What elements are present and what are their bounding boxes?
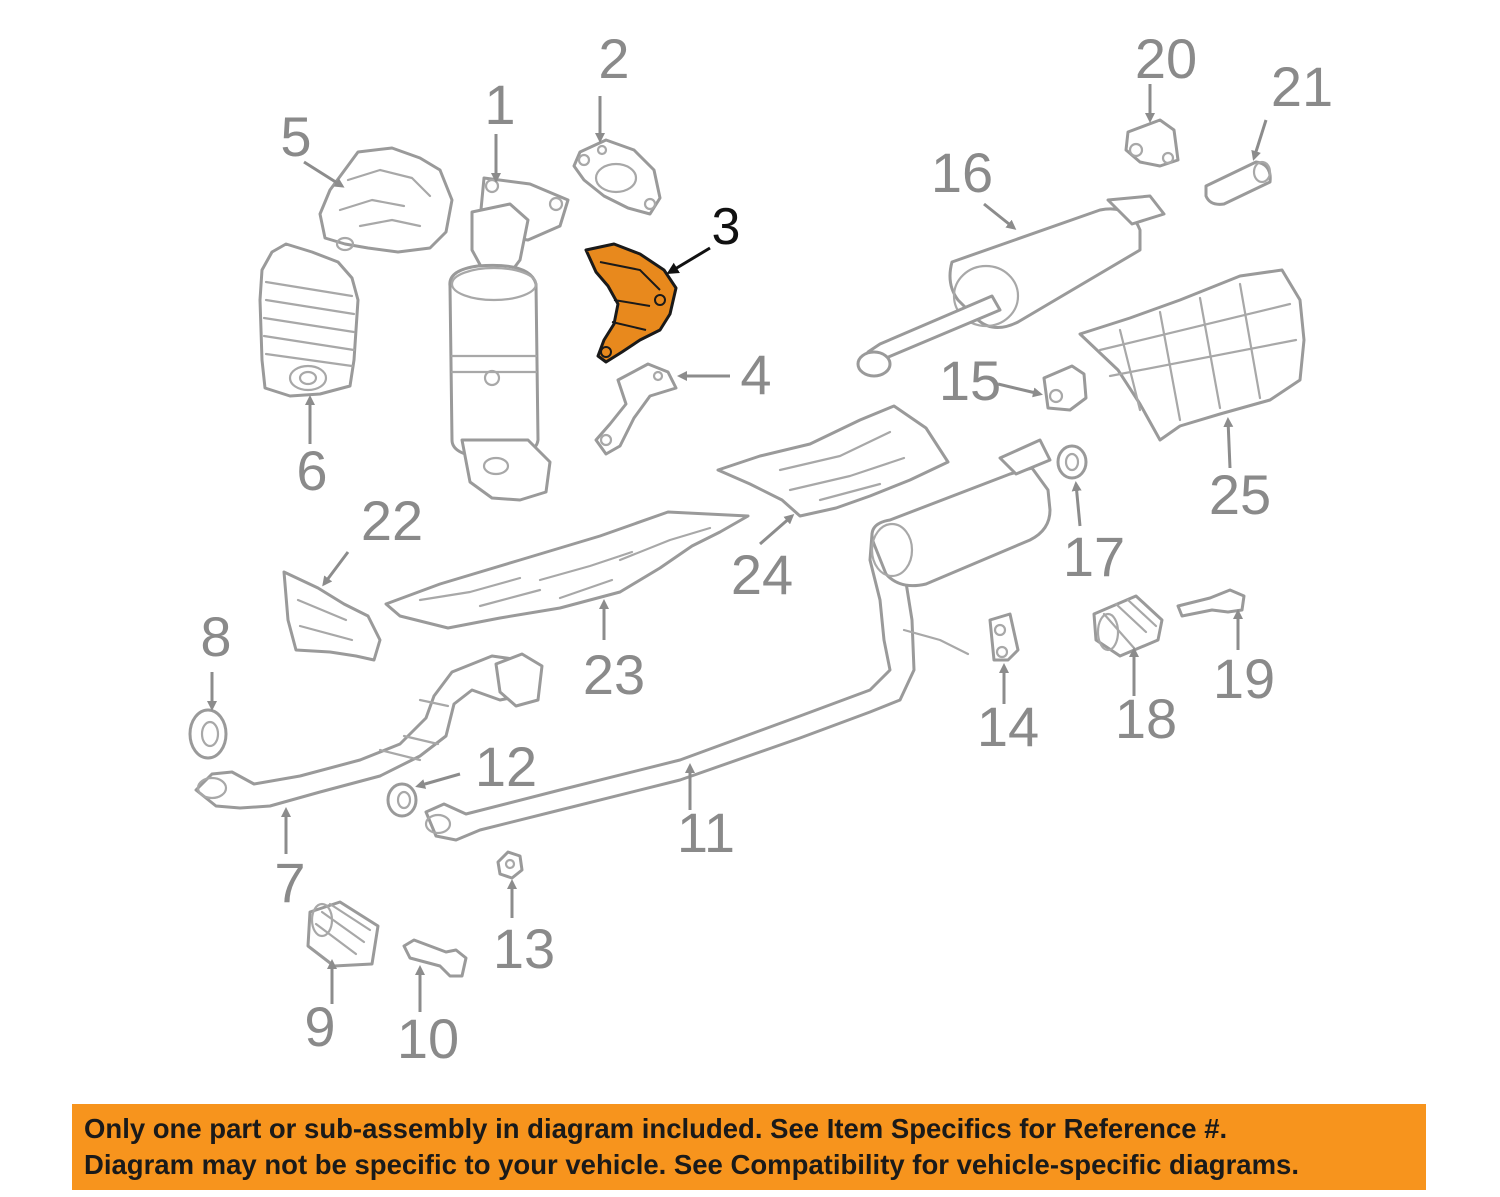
label-16: 16 bbox=[931, 141, 993, 204]
label-9: 9 bbox=[304, 995, 335, 1058]
label-20: 20 bbox=[1135, 27, 1197, 90]
label-23: 23 bbox=[583, 643, 645, 706]
label-6: 6 bbox=[296, 439, 327, 502]
label-22: 22 bbox=[361, 489, 423, 552]
part-9-spring bbox=[306, 900, 380, 968]
part-20-hanger bbox=[1124, 118, 1180, 168]
part-21-pipe-tip bbox=[1204, 160, 1272, 206]
part-15-hanger bbox=[1042, 364, 1088, 412]
disclaimer-line-2: Diagram may not be specific to your vehi… bbox=[84, 1149, 1299, 1180]
part-8-gasket-ring bbox=[188, 708, 228, 760]
part-2-gasket bbox=[572, 138, 662, 216]
label-3: 3 bbox=[712, 198, 741, 256]
part-3-heat-shield-highlighted bbox=[584, 242, 678, 364]
label-18: 18 bbox=[1115, 687, 1177, 750]
part-12-gasket bbox=[386, 782, 418, 818]
part-23-floor-heat-shield bbox=[384, 510, 750, 630]
label-19: 19 bbox=[1213, 647, 1275, 710]
label-4: 4 bbox=[740, 343, 771, 406]
part-19-bolt bbox=[1176, 588, 1246, 618]
label-21: 21 bbox=[1271, 55, 1333, 118]
disclaimer-line-1: Only one part or sub-assembly in diagram… bbox=[84, 1113, 1228, 1144]
label-10: 10 bbox=[397, 1007, 459, 1070]
rear-muffler bbox=[870, 438, 1052, 588]
part-18-spring bbox=[1092, 594, 1164, 658]
part-22-small-shield bbox=[282, 570, 382, 662]
part-4-bracket bbox=[594, 362, 678, 456]
part-17-gasket bbox=[1056, 444, 1088, 480]
part-14-hanger bbox=[988, 612, 1020, 662]
callout-labels: 1 2 3 4 5 6 7 8 9 10 11 12 13 14 15 16 1… bbox=[200, 27, 1333, 1070]
part-7-front-pipe bbox=[194, 652, 544, 810]
label-15: 15 bbox=[939, 349, 1001, 412]
label-7: 7 bbox=[274, 851, 305, 914]
label-8: 8 bbox=[200, 605, 231, 668]
part-13-nut bbox=[496, 850, 524, 880]
part-16-muffler bbox=[856, 194, 1166, 378]
part-24-center-heat-shield bbox=[716, 404, 950, 518]
part-25-rear-heat-shield bbox=[1078, 268, 1306, 442]
label-5: 5 bbox=[280, 105, 311, 168]
label-24: 24 bbox=[731, 543, 793, 606]
label-11: 11 bbox=[677, 801, 735, 864]
label-2: 2 bbox=[598, 27, 629, 90]
label-17: 17 bbox=[1063, 525, 1125, 588]
part-10-bolt bbox=[402, 938, 468, 978]
label-14: 14 bbox=[977, 695, 1039, 758]
part-1-catalytic-converter bbox=[448, 176, 570, 502]
label-13: 13 bbox=[493, 917, 555, 980]
part-6-lower-heat-shield bbox=[258, 242, 360, 398]
label-25: 25 bbox=[1209, 463, 1271, 526]
label-1: 1 bbox=[484, 73, 515, 136]
label-12: 12 bbox=[475, 735, 537, 798]
leader-lines bbox=[207, 84, 1268, 1012]
part-5-upper-heat-shield bbox=[318, 146, 454, 254]
disclaimer-banner: Only one part or sub-assembly in diagram… bbox=[72, 1104, 1426, 1190]
